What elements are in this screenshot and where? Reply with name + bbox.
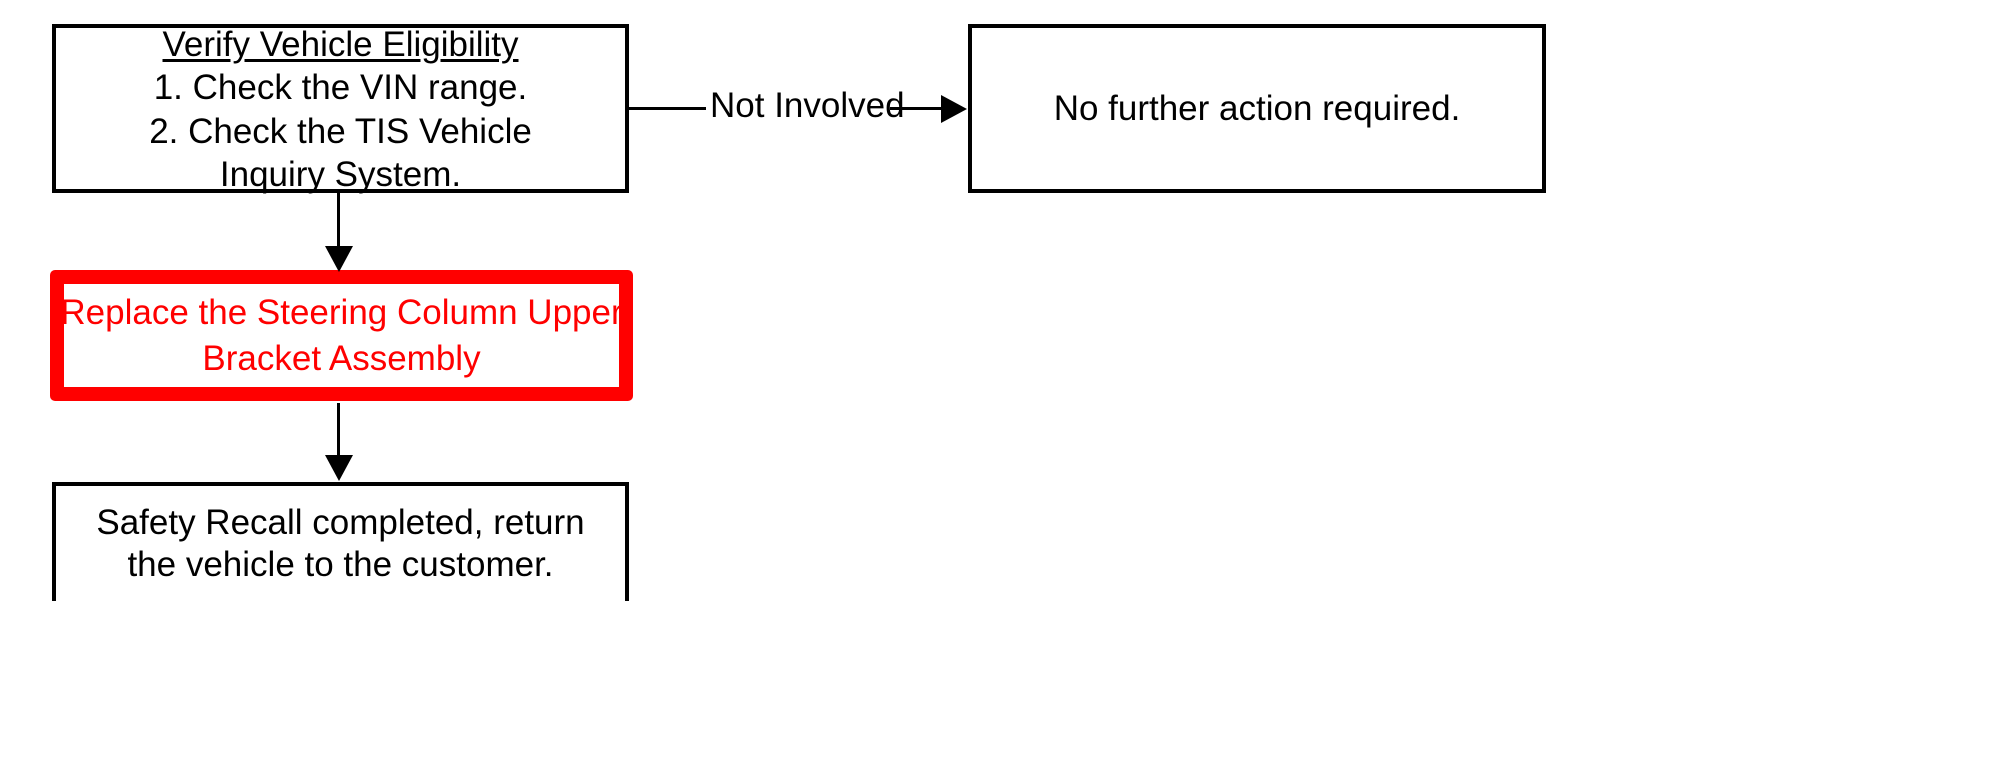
not-involved-edge-label: Not Involved xyxy=(706,88,909,123)
arrow-right-icon xyxy=(941,95,967,123)
not-involved-edge-line-left xyxy=(629,107,709,110)
arrow-down-icon-bottom xyxy=(325,455,353,481)
node-safety-recall-completed[interactable]: Safety Recall completed, return the vehi… xyxy=(52,482,629,601)
node-replace-steering-column[interactable]: Replace the Steering Column Upper Bracke… xyxy=(50,270,633,401)
arrow-down-icon-top xyxy=(325,246,353,272)
node-verify-step-1: 1. Check the VIN range. xyxy=(153,68,528,108)
node-complete-line-1: Safety Recall completed, return xyxy=(96,503,585,543)
node-replace-line-1: Replace the Steering Column Upper xyxy=(60,293,623,333)
node-verify-step-2b: Inquiry System. xyxy=(219,154,462,194)
node-replace-line-2: Bracket Assembly xyxy=(202,338,481,378)
node-verify-vehicle-eligibility[interactable]: Verify Vehicle Eligibility 1. Check the … xyxy=(52,24,629,194)
node-verify-step-2a: 2. Check the TIS Vehicle xyxy=(149,111,532,151)
node-verify-title: Verify Vehicle Eligibility xyxy=(162,24,519,64)
verify-to-replace-edge-line xyxy=(337,193,340,251)
not-involved-edge-line-right xyxy=(890,107,942,110)
node-complete-line-2: the vehicle to the customer. xyxy=(127,544,554,584)
node-no-action-text: No further action required. xyxy=(1053,88,1461,128)
node-no-further-action[interactable]: No further action required. xyxy=(968,24,1546,193)
replace-to-complete-edge-line xyxy=(337,403,340,460)
